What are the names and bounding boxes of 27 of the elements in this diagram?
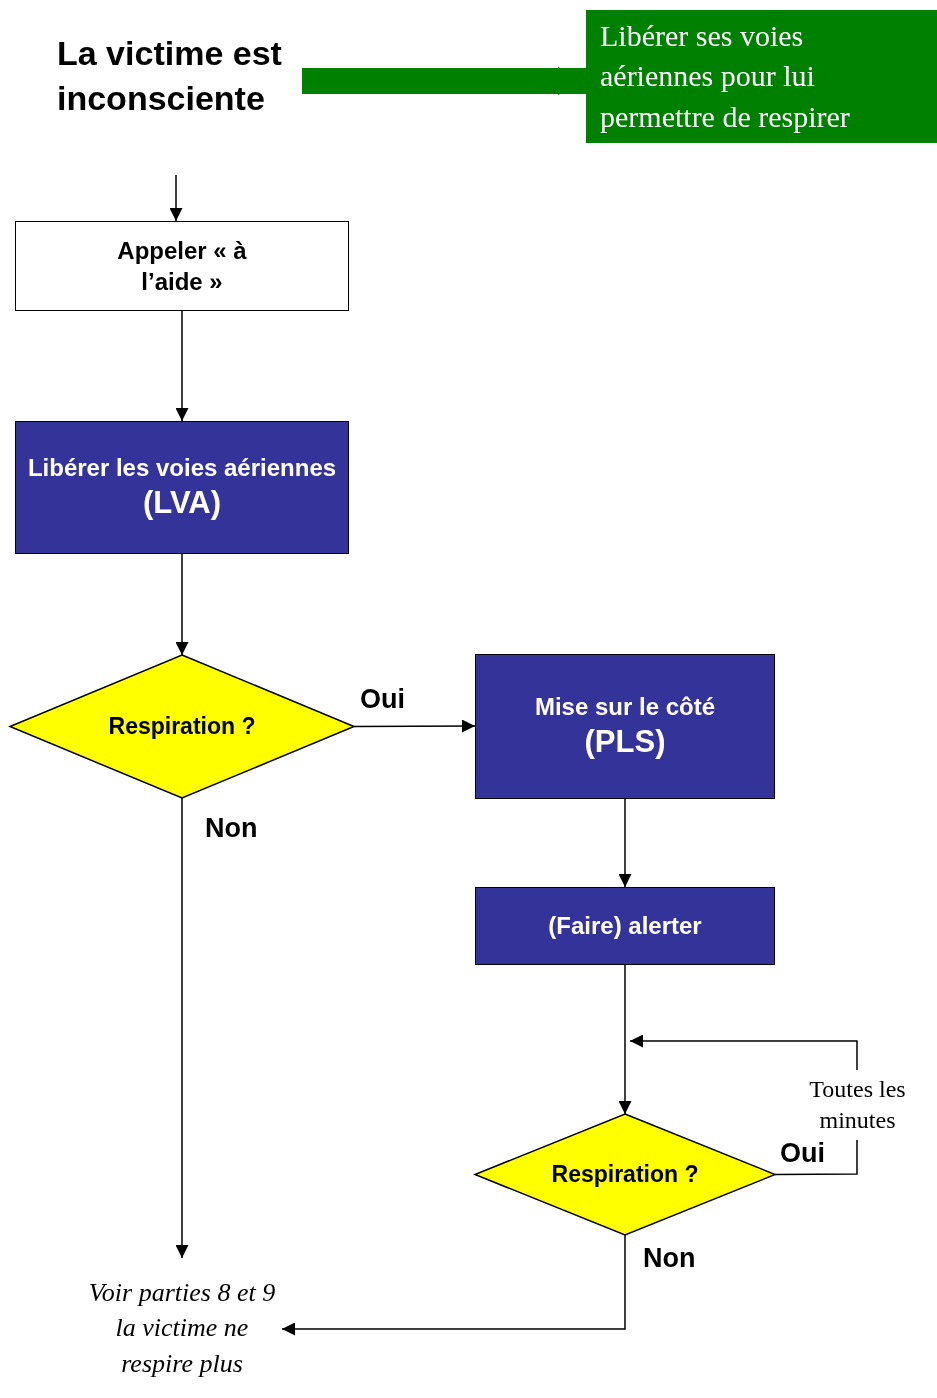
step-code: (PLS) [584,722,666,761]
arrow [169,174,183,222]
process-box [475,654,775,799]
process-box [15,221,349,311]
arrow [618,964,632,1115]
arrow [175,553,189,656]
step-text: Appeler « à l’aide » [116,235,248,297]
step-text: Libérer les voies aériennes [27,452,337,483]
info-box [586,10,937,143]
process-box [15,421,349,554]
arrow [618,798,632,888]
branch-label: Oui [780,1138,825,1169]
step-code: (LVA) [142,483,221,522]
info-text: Libérer ses voies aériennes pour lui permettre de respirer [600,17,851,135]
step-text: (Faire) alerter [548,911,702,942]
note-text: Voir parties 8 et 9 [88,1277,276,1310]
arrow [175,797,189,1259]
decision-text: Respiration ? [551,1161,699,1188]
note-text: la victime ne respire plus [114,1312,250,1380]
block-arrow [302,67,586,95]
arrow [353,719,476,733]
arrow [281,1234,626,1336]
step-text: Mise sur le côté [534,691,716,722]
title-text: La victime est inconsciente [57,33,283,119]
arrow [175,310,189,422]
decision-text: Respiration ? [108,713,256,740]
process-box [475,887,775,965]
